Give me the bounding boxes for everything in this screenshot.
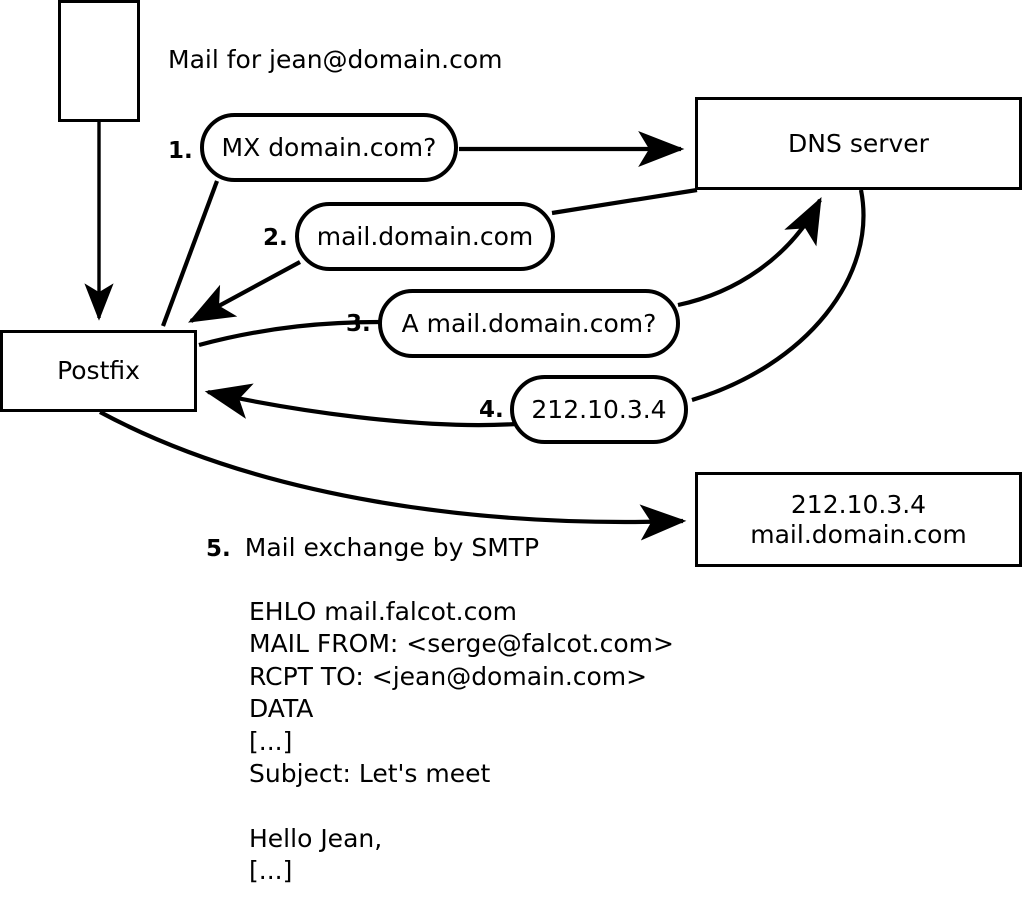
connector-answer-bubble-to-postfix xyxy=(188,260,301,323)
transcript-line: DATA xyxy=(249,694,314,724)
connector-ip-bubble-to-postfix xyxy=(204,383,517,428)
step-2-number: 2. xyxy=(263,225,288,251)
transcript-line: Subject: Let's meet xyxy=(249,759,491,789)
smtp-transcript: EHLO mail.falcot.com MAIL FROM: <serge@f… xyxy=(249,596,674,919)
transcript-line: [...] xyxy=(249,856,293,886)
transcript-line: MAIL FROM: <serge@falcot.com> xyxy=(249,629,674,659)
dns-server-box: DNS server xyxy=(695,97,1022,190)
diagram-caption: Mail for jean@domain.com xyxy=(168,45,503,74)
transcript-line: EHLO mail.falcot.com xyxy=(249,597,518,626)
postfix-label: Postfix xyxy=(57,356,140,386)
transcript-line xyxy=(249,790,674,822)
postfix-box: Postfix xyxy=(0,330,197,412)
transcript-line: RCPT TO: <jean@domain.com> xyxy=(249,661,648,691)
step-2-text: mail.domain.com xyxy=(316,222,534,251)
mail-host-hostname: mail.domain.com xyxy=(750,519,967,549)
connector-postfix-to-mail-host-smtp xyxy=(99,410,687,541)
step-4-text: 212.10.3.4 xyxy=(531,395,667,424)
step-4-number: 4. xyxy=(479,397,504,423)
step-3-bubble: A mail.domain.com? xyxy=(378,289,680,358)
step-1-number: 1. xyxy=(168,138,193,164)
connector-dns-to-answer-bubble xyxy=(551,187,698,216)
step-5-text: Mail exchange by SMTP xyxy=(244,533,540,562)
step-5-label: 5. Mail exchange by SMTP xyxy=(206,533,539,562)
connector-a-query-bubble-to-dns xyxy=(677,197,822,308)
step-5-number: 5. xyxy=(206,536,231,562)
step-3-number: 3. xyxy=(346,311,371,337)
mail-host-box: 212.10.3.4 mail.domain.com xyxy=(695,472,1022,567)
transcript-line: Hello Jean, xyxy=(249,823,383,853)
step-3-text: A mail.domain.com? xyxy=(401,309,657,338)
step-1-text: MX domain.com? xyxy=(221,133,437,162)
mail-host-ip: 212.10.3.4 xyxy=(790,490,927,519)
transcript-line xyxy=(249,888,674,919)
step-2-bubble: mail.domain.com xyxy=(295,202,555,271)
connector-postfix-to-a-query-bubble xyxy=(198,319,382,348)
connector-postfix-to-mx-bubble xyxy=(161,180,219,327)
step-4-bubble: 212.10.3.4 xyxy=(510,375,688,444)
transcript-line: [...] xyxy=(249,726,293,756)
mail-client-box xyxy=(58,0,140,122)
connector-dns-to-ip-bubble xyxy=(691,189,866,403)
dns-server-label: DNS server xyxy=(788,128,929,158)
step-1-bubble: MX domain.com? xyxy=(200,113,458,182)
